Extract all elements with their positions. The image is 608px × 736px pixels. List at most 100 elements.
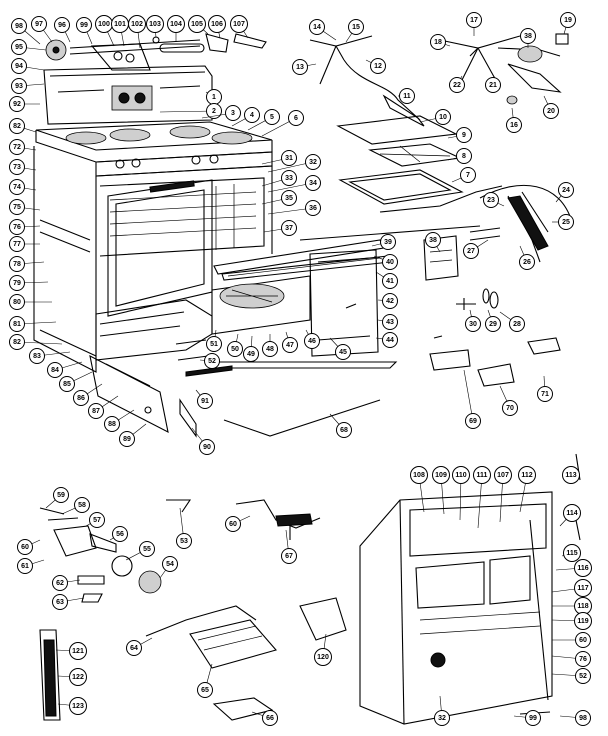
callout-bubble — [167, 15, 185, 33]
callout-bubble — [519, 254, 535, 270]
callout-bubble — [562, 466, 580, 484]
callout-c97: 97 — [31, 16, 53, 43]
callout-c37: 37 — [263, 220, 297, 236]
callout-label: 118 — [577, 603, 588, 610]
callout-bubble — [485, 316, 501, 332]
callout-bubble — [29, 348, 45, 364]
callout-bubble — [525, 710, 541, 726]
callout-c98: 98 — [11, 18, 41, 45]
callout-c106: 106 — [208, 15, 226, 39]
callout-bubble — [262, 710, 278, 726]
callout-c123: 123 — [57, 697, 87, 715]
callout-c39: 39 — [371, 234, 396, 250]
callout-bubble — [281, 150, 297, 166]
callout-c110: 110 — [452, 466, 470, 521]
callout-c100: 100 — [95, 15, 115, 47]
callout-label: 56 — [116, 531, 124, 538]
callout-label: 2 — [212, 108, 216, 115]
callout-bubble — [262, 341, 278, 357]
callout-c92: 92 — [9, 96, 40, 112]
callout-label: 25 — [562, 219, 570, 226]
callout-label: 89 — [123, 436, 131, 443]
callout-label: 79 — [13, 280, 21, 287]
callout-bubble — [162, 556, 178, 572]
range-cabinet — [33, 146, 273, 373]
callout-c5: 5 — [247, 109, 280, 131]
callout-bubble — [382, 254, 398, 270]
callout-c25: 25 — [552, 214, 574, 230]
callout-label: 12 — [374, 63, 382, 70]
callout-c61: 61 — [17, 558, 45, 574]
callout-c20: 20 — [543, 95, 559, 119]
callout-bubble — [473, 466, 491, 484]
callout-c60: 60 — [17, 539, 41, 555]
callout-c18: 18 — [430, 34, 451, 50]
callout-label: 37 — [285, 225, 293, 232]
callout-label: 92 — [13, 101, 21, 108]
callout-bubble — [69, 697, 87, 715]
callout-bubble — [432, 466, 450, 484]
callout-c32b: 32 — [434, 695, 450, 726]
callout-c73: 73 — [9, 159, 37, 175]
grates-and-pans — [336, 115, 503, 213]
callout-c35: 35 — [261, 190, 297, 206]
callout-bubble — [176, 533, 192, 549]
oven-door — [107, 179, 213, 317]
callout-label: 102 — [131, 21, 143, 28]
callout-c49: 49 — [243, 335, 259, 362]
callout-label: 16 — [510, 122, 518, 129]
callout-c80: 80 — [9, 294, 52, 310]
callout-c21: 21 — [485, 75, 501, 93]
callout-label: 59 — [57, 492, 65, 499]
callout-label: 68 — [340, 427, 348, 434]
callout-c121: 121 — [55, 642, 87, 660]
callout-bubble — [434, 710, 450, 726]
callout-c15: 15 — [345, 19, 364, 43]
callout-c99b: 99 — [513, 710, 541, 726]
callout-c70: 70 — [499, 385, 518, 416]
callout-bubble — [197, 393, 213, 409]
callout-c79: 79 — [9, 275, 49, 291]
callout-label: 4 — [250, 112, 254, 119]
callout-label: 112 — [521, 472, 532, 479]
callout-label: 47 — [286, 342, 294, 349]
callout-label: 66 — [266, 715, 274, 722]
broiler-drawer — [89, 275, 311, 434]
callout-bubble — [119, 431, 135, 447]
callout-bubble — [506, 117, 522, 133]
callout-label: 107 — [497, 472, 509, 479]
callout-c13: 13 — [292, 59, 317, 75]
callout-label: 109 — [435, 472, 447, 479]
callout-c33: 33 — [261, 170, 297, 187]
callout-bubble — [54, 17, 70, 33]
callout-c50: 50 — [227, 333, 243, 357]
callout-c60c: 60 — [552, 632, 591, 648]
callout-c45: 45 — [329, 337, 351, 360]
callout-label: 80 — [13, 299, 21, 306]
callout-label: 108 — [413, 472, 425, 479]
callout-c109: 109 — [432, 466, 450, 515]
callout-bubble — [282, 337, 298, 353]
callout-bubble — [574, 559, 592, 577]
callout-bubble — [9, 256, 25, 272]
callout-bubble — [336, 422, 352, 438]
callout-label: 98 — [579, 715, 587, 722]
callout-label: 32 — [309, 159, 317, 166]
callout-c43: 43 — [377, 314, 398, 330]
callout-label: 98 — [15, 23, 23, 30]
callout-label: 71 — [541, 391, 549, 398]
callout-label: 57 — [93, 517, 101, 524]
callout-c56: 56 — [109, 526, 128, 542]
callout-label: 45 — [339, 349, 347, 356]
callout-c59: 59 — [45, 487, 69, 509]
callout-c29: 29 — [485, 309, 501, 332]
callout-label: 60 — [229, 521, 237, 528]
callout-c83: 83 — [29, 348, 71, 364]
callout-c115: 115 — [561, 544, 581, 562]
range-rear-view — [359, 453, 581, 725]
callout-label: 78 — [13, 261, 21, 268]
callout-label: 44 — [386, 337, 394, 344]
callout-label: 73 — [13, 164, 21, 171]
callout-c1: 1 — [205, 89, 222, 105]
